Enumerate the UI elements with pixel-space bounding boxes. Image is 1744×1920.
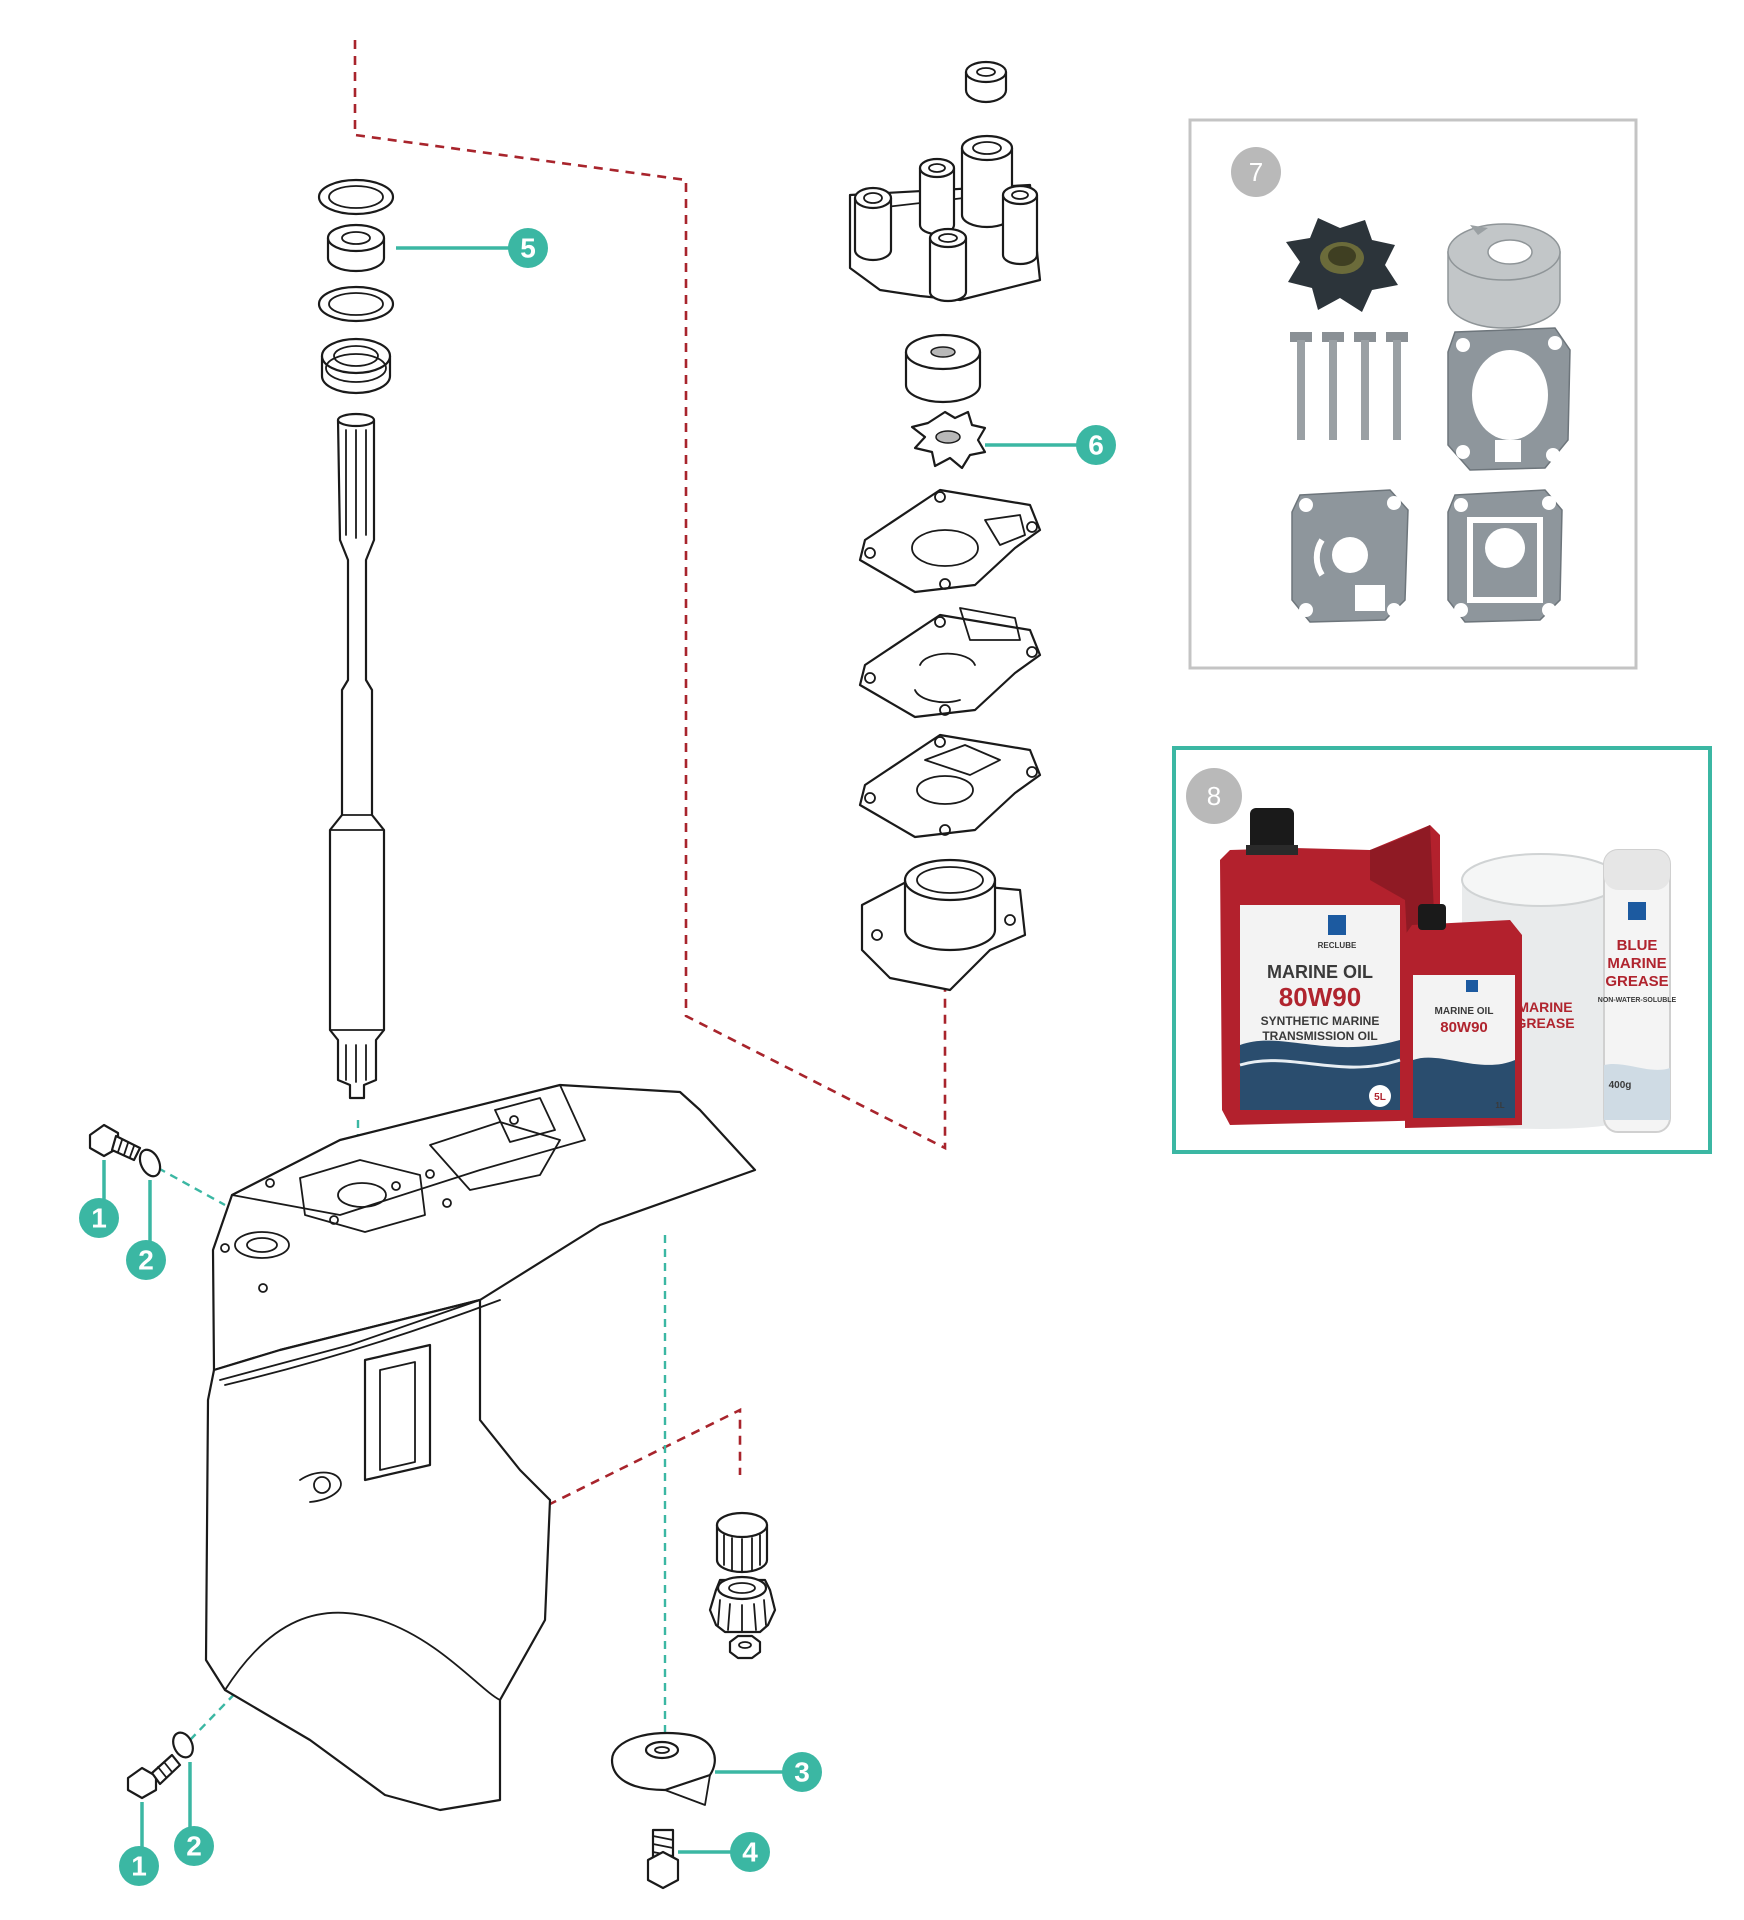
- upper-washer: [138, 1148, 162, 1178]
- trim-anode: [610, 1731, 716, 1806]
- svg-text:6: 6: [1088, 430, 1104, 461]
- red-guide-pinion: [547, 1407, 742, 1507]
- kit-insert-cup: [1447, 223, 1561, 329]
- oil-can-5l: RECLUBE MARINE OIL 80W90 SYNTHETIC MARIN…: [1220, 808, 1440, 1125]
- callout-badge-6: 6: [1076, 425, 1116, 465]
- kit-gasket-large: [1447, 327, 1571, 471]
- svg-text:7: 7: [1249, 157, 1263, 187]
- can-5l-logo: [1328, 915, 1346, 935]
- tube-logo: [1628, 902, 1646, 920]
- upper-bolt: [88, 1123, 142, 1162]
- kit-bolts: [1290, 332, 1408, 440]
- svg-text:4: 4: [742, 1837, 758, 1868]
- can-5l-brand: RECLUBE: [1318, 941, 1357, 950]
- callout-badge-1-top: 1: [79, 1198, 119, 1238]
- can-1l-product: MARINE OIL: [1435, 1006, 1494, 1017]
- can-5l-desc-line1: SYNTHETIC MARINE: [1261, 1014, 1380, 1028]
- svg-text:3: 3: [794, 1757, 810, 1788]
- callout-badge-3: 3: [782, 1752, 822, 1792]
- anode-screw: [646, 1828, 680, 1890]
- tube-label-line1: BLUE: [1617, 937, 1658, 954]
- can-1l-volume: 1L: [1495, 1101, 1504, 1110]
- lower-washer: [172, 1731, 194, 1759]
- oil-badge-8: 8: [1186, 768, 1242, 824]
- tube-label-line3: GREASE: [1605, 973, 1668, 990]
- can-5l-grade: 80W90: [1279, 982, 1361, 1012]
- callout-badge-5: 5: [508, 228, 548, 268]
- callout-badge-2-top: 2: [126, 1240, 166, 1280]
- lower-bolt: [126, 1753, 182, 1800]
- can-5l-desc-line2: TRANSMISSION OIL: [1262, 1029, 1377, 1043]
- gearcase-housing: [204, 1083, 757, 1812]
- kit-impeller: [1286, 218, 1398, 312]
- can-5l-product: MARINE OIL: [1267, 962, 1373, 982]
- can-5l-volume-badge: [1369, 1085, 1391, 1107]
- svg-text:2: 2: [138, 1245, 154, 1276]
- grease-tube: BLUE MARINE GREASE NON-WATER-SOLUBLE 400…: [1598, 849, 1677, 1133]
- callout-badge-2-bottom: 2: [174, 1826, 214, 1866]
- bucket-label-line2: GREASE: [1515, 1015, 1574, 1031]
- tube-label-line2: MARINE: [1607, 955, 1666, 972]
- water-pump-assembly: [848, 60, 1042, 992]
- svg-text:8: 8: [1207, 781, 1221, 811]
- can-1l-logo: [1466, 980, 1478, 992]
- kit-gasket-plate-a: [1291, 489, 1409, 623]
- drive-shaft-assembly: [317, 178, 395, 1100]
- can-1l-grade: 80W90: [1440, 1019, 1488, 1036]
- teal-guide-top-bolt: [157, 1166, 226, 1207]
- lubricants-box: 8 MARINE GREASE BLUE MARINE GREASE NON-W…: [1172, 746, 1712, 1154]
- svg-text:1: 1: [91, 1203, 107, 1234]
- tube-volume: 400g: [1609, 1080, 1632, 1091]
- callout-badge-1-bottom: 1: [119, 1846, 159, 1886]
- bucket-label-line1: MARINE: [1517, 999, 1572, 1015]
- svg-text:2: 2: [186, 1831, 202, 1862]
- pinion-gear-assembly: [708, 1511, 777, 1660]
- kit-gasket-plate-b: [1447, 489, 1563, 623]
- svg-text:1: 1: [131, 1851, 147, 1882]
- can-5l-volume: 5L: [1374, 1092, 1386, 1103]
- kit-badge-7: 7: [1231, 147, 1281, 197]
- water-pump-kit-box: 7: [1188, 118, 1638, 670]
- callout-badge-4: 4: [730, 1832, 770, 1872]
- oil-can-1l: MARINE OIL 80W90 1L: [1405, 904, 1522, 1128]
- svg-text:5: 5: [520, 233, 536, 264]
- tube-desc: NON-WATER-SOLUBLE: [1598, 997, 1677, 1004]
